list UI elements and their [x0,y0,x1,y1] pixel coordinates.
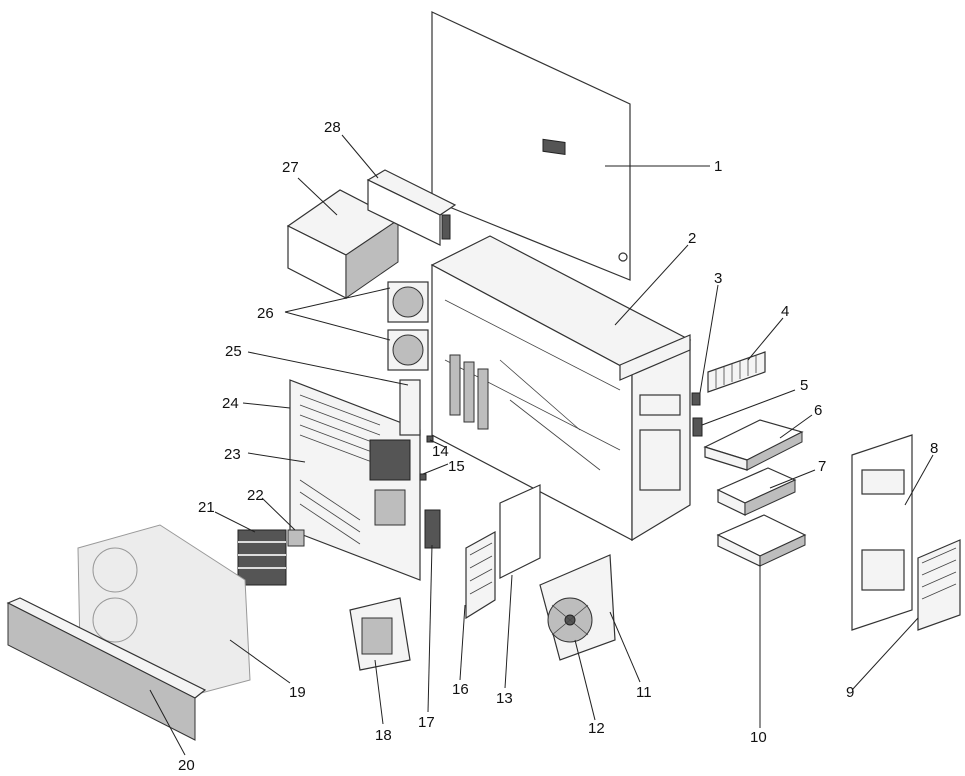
part-chassis [430,235,692,542]
callout-13: 13 [496,690,513,707]
callout-12: 12 [588,720,605,737]
part-10-disk-drive [716,514,807,567]
part-23-24-system-board [289,379,421,581]
part-4-bezel-filler [707,351,766,393]
callout-labels: 1 2 3 4 5 6 7 8 9 10 11 12 13 14 15 16 1… [178,119,938,774]
part-25-air-duct [399,379,421,436]
part-22-microprocessor [287,529,305,547]
part-28-power-backplane [366,169,457,246]
part-5-clip [692,417,703,437]
callout-15: 15 [448,458,465,475]
callout-5: 5 [800,377,808,394]
part-13-adapter [499,484,541,579]
callout-2: 2 [688,230,696,247]
callout-10: 10 [750,729,767,746]
callout-8: 8 [930,440,938,457]
part-16-backplane [465,530,496,620]
leader-lines [149,134,934,756]
callout-17: 17 [418,714,435,731]
callout-6: 6 [814,402,822,419]
part-21-heat-sink [237,529,287,586]
part-11-12-fan-assembly [539,554,616,661]
callout-22: 22 [247,487,264,504]
callout-16: 16 [452,681,469,698]
callout-7: 7 [818,458,826,475]
callout-11: 11 [636,684,652,701]
part-20-bezel-rail [6,597,207,741]
callout-1: 1 [714,158,722,175]
part-6-optical-drive [703,419,804,471]
callout-20: 20 [178,757,195,774]
callout-19: 19 [289,684,306,701]
part-17-bracket [424,509,441,549]
callout-21: 21 [198,499,215,516]
callout-9: 9 [846,684,854,701]
callout-26: 26 [257,305,274,322]
callout-4: 4 [781,303,789,320]
callout-14: 14 [432,443,449,460]
callout-25: 25 [225,343,242,360]
part-9-door [917,539,961,631]
part-18-air-baffle [349,597,411,671]
callout-3: 3 [714,270,722,287]
callout-24: 24 [222,395,239,412]
callout-23: 23 [224,446,241,463]
part-26-fans [387,281,429,371]
callout-28: 28 [324,119,341,136]
part-8-front-bezel [851,434,913,631]
part-7-tape-drive [716,467,797,516]
part-side-cover [431,11,631,281]
part-3-latch [691,392,701,406]
callout-27: 27 [282,159,299,176]
callout-18: 18 [375,727,392,744]
